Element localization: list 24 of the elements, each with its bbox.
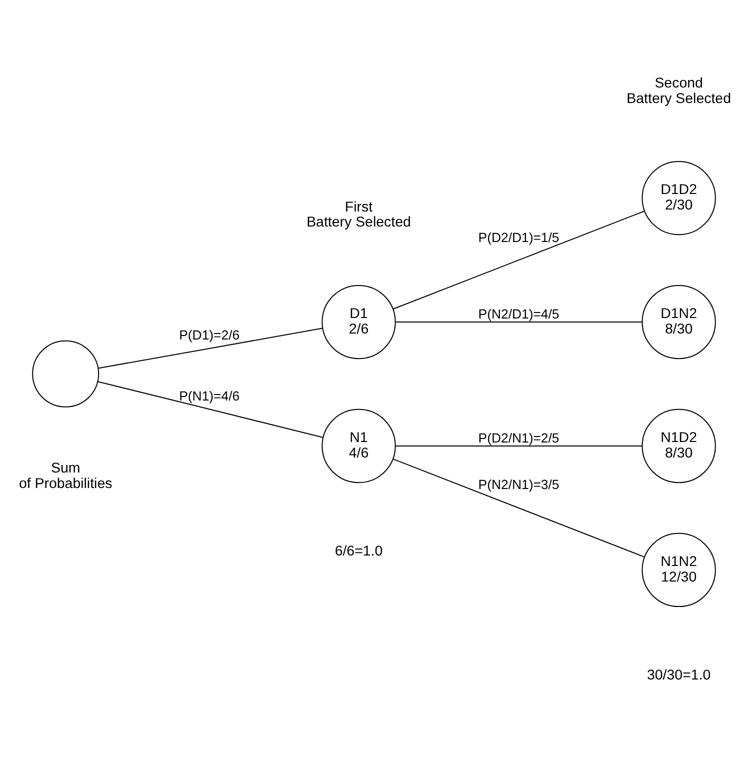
node-circle: N1N2 12/30: [642, 532, 716, 607]
edge-label: P(N2/N1)=3/5: [478, 476, 560, 492]
node-circle: N1D2 8/30: [642, 408, 716, 483]
connector: [393, 210, 645, 309]
connector: [396, 321, 642, 322]
node-circle: D1 2/6: [322, 284, 396, 359]
node-circle: N1 4/6: [322, 408, 396, 483]
label: 30/30=1.0: [646, 666, 711, 683]
connector: [393, 458, 645, 557]
connector: [98, 380, 323, 438]
node-circle: D1D2 2/30: [642, 160, 716, 235]
connector: [396, 445, 642, 446]
node-circle: D1N2 8/30: [642, 284, 716, 359]
node-circle: [32, 340, 100, 407]
edge-label: P(N1)=4/6: [179, 388, 240, 404]
edge-label: P(D1)=2/6: [179, 327, 240, 342]
label: Second Battery Selected: [626, 75, 731, 106]
connector: [98, 327, 323, 368]
edge-label: P(D2/D1)=1/5: [478, 230, 560, 245]
edge-label: P(D2/N1)=2/5: [478, 430, 560, 445]
edge-label: P(N2/D1)=4/5: [478, 306, 560, 321]
label: First Battery Selected: [306, 198, 411, 230]
label: 6/6=1.0: [334, 542, 383, 559]
label: Sum of Probabilities: [18, 460, 112, 492]
